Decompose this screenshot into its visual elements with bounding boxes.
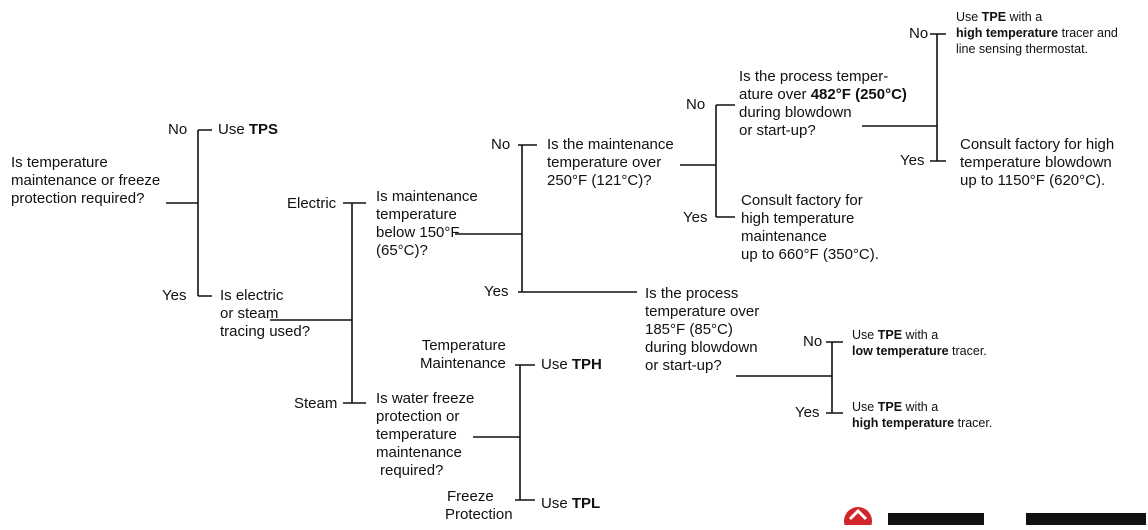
outcome-use-tps: Use TPS xyxy=(218,121,279,138)
label-185-no: No xyxy=(803,333,823,350)
outcome-use-tpe-low: Use TPE with a low temperature tracer. xyxy=(852,328,987,358)
outcome-use-tpe-high-thermostat: Use TPE with a high temperature tracer a… xyxy=(956,10,1118,56)
label-electric: Electric xyxy=(287,195,337,212)
label-250-yes: Yes xyxy=(683,209,708,226)
label-root-no: No xyxy=(168,121,188,138)
label-root-yes: Yes xyxy=(162,287,187,304)
label-250-no: No xyxy=(686,96,706,113)
outcome-use-tpe-high: Use TPE with a high temperature tracer. xyxy=(852,400,993,430)
question-over-482f: Is the process temper- ature over 482°F … xyxy=(739,68,907,139)
company-logo xyxy=(842,505,1148,530)
label-482-yes: Yes xyxy=(900,152,925,169)
outcome-use-tpl: Use TPL xyxy=(541,495,601,512)
label-185-yes: Yes xyxy=(795,404,820,421)
outcome-use-tph: Use TPH xyxy=(541,356,602,373)
label-steam: Steam xyxy=(294,395,338,412)
label-150-no: No xyxy=(491,136,511,153)
label-150-yes: Yes xyxy=(484,283,509,300)
label-482-no: No xyxy=(909,25,929,42)
